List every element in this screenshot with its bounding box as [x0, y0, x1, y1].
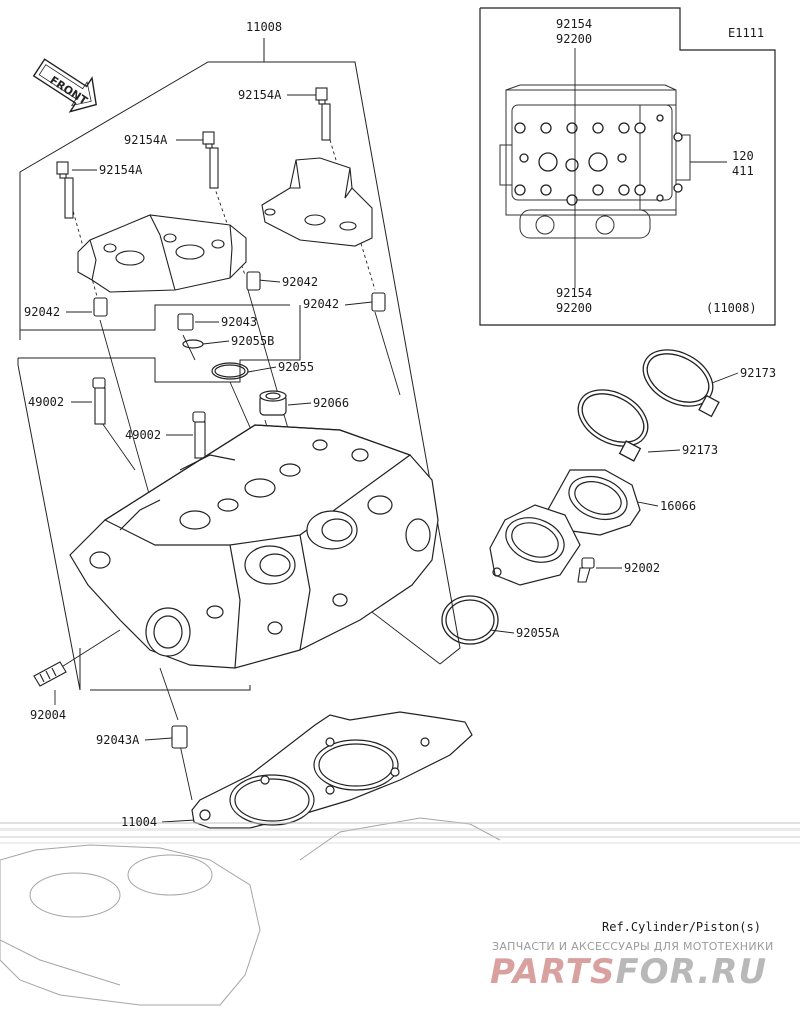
bolt-a1 — [315, 87, 331, 141]
cam-cap-left — [77, 214, 247, 293]
clamp-lower — [577, 389, 649, 462]
seal-92066 — [259, 390, 287, 416]
assembly-boundary — [17, 38, 461, 691]
inset-panel — [479, 7, 776, 326]
watermark-logo-left: PARTS — [490, 952, 616, 992]
watermark-logo-right: FOR.RU — [615, 952, 768, 992]
cylinder-block-reference — [0, 817, 501, 1006]
label-92173-upper: 92173 — [740, 366, 777, 380]
valve-guides — [92, 377, 206, 459]
label-92042-mid: 92042 — [282, 275, 319, 289]
label-11008: 11008 — [246, 20, 283, 34]
inset-label-92200-bottom: 92200 — [556, 301, 593, 315]
label-92154a-3: 92154A — [99, 163, 143, 177]
dust-noise-band — [0, 822, 800, 844]
inset-leaders — [574, 48, 727, 288]
cam-cap-right — [261, 157, 373, 247]
clamp-upper — [642, 349, 720, 418]
label-49002-1: 49002 — [28, 395, 65, 409]
label-92004: 92004 — [30, 708, 67, 722]
label-92055a: 92055A — [516, 626, 560, 640]
stud-92004 — [33, 661, 67, 687]
inset-label-92154-bottom: 92154 — [556, 286, 593, 300]
inset-head-top-view — [499, 84, 691, 239]
label-11004: 11004 — [121, 815, 158, 829]
label-92055b: 92055B — [231, 334, 275, 348]
label-92043a: 92043A — [96, 733, 140, 747]
inset-ref-label: (11008) — [706, 301, 757, 315]
bolt-92002 — [577, 557, 595, 583]
label-92066: 92066 — [313, 396, 350, 410]
o-rings-small — [182, 339, 249, 380]
head-gasket — [191, 711, 473, 829]
head-bolts — [56, 87, 331, 219]
inset-label-92200-top: 92200 — [556, 32, 593, 46]
inset-label-120: 120 — [732, 149, 754, 163]
label-92002: 92002 — [624, 561, 661, 575]
label-92173-lower: 92173 — [682, 443, 719, 457]
label-92154a-2: 92154A — [124, 133, 168, 147]
diagram-code: E1111 — [728, 26, 765, 40]
label-92154a-1: 92154A — [238, 88, 282, 102]
label-92042-left: 92042 — [24, 305, 61, 319]
reference-note: Ref.Cylinder/Piston(s) — [602, 920, 761, 934]
dowels — [93, 271, 386, 749]
bolt-a3 — [56, 161, 74, 219]
watermark-caption: ЗАПЧАСТИ И АКСЕССУАРЫ ДЛЯ МОТОТЕХНИКИ — [492, 940, 774, 953]
inset-label-92154-top: 92154 — [556, 17, 593, 31]
bolt-a2 — [202, 131, 219, 189]
o-ring-92055a — [441, 595, 499, 645]
watermark-logo: PARTSFOR.RU — [490, 952, 767, 992]
cylinder-head — [69, 424, 439, 669]
front-direction-arrow — [32, 58, 97, 113]
label-49002-2: 49002 — [125, 428, 162, 442]
label-92043: 92043 — [221, 315, 258, 329]
label-92055: 92055 — [278, 360, 315, 374]
inset-label-411: 411 — [732, 164, 754, 178]
label-16066: 16066 — [660, 499, 697, 513]
inset-bolt-heads — [514, 114, 683, 206]
holder-16066 — [489, 469, 641, 586]
label-92042-right: 92042 — [303, 297, 340, 311]
